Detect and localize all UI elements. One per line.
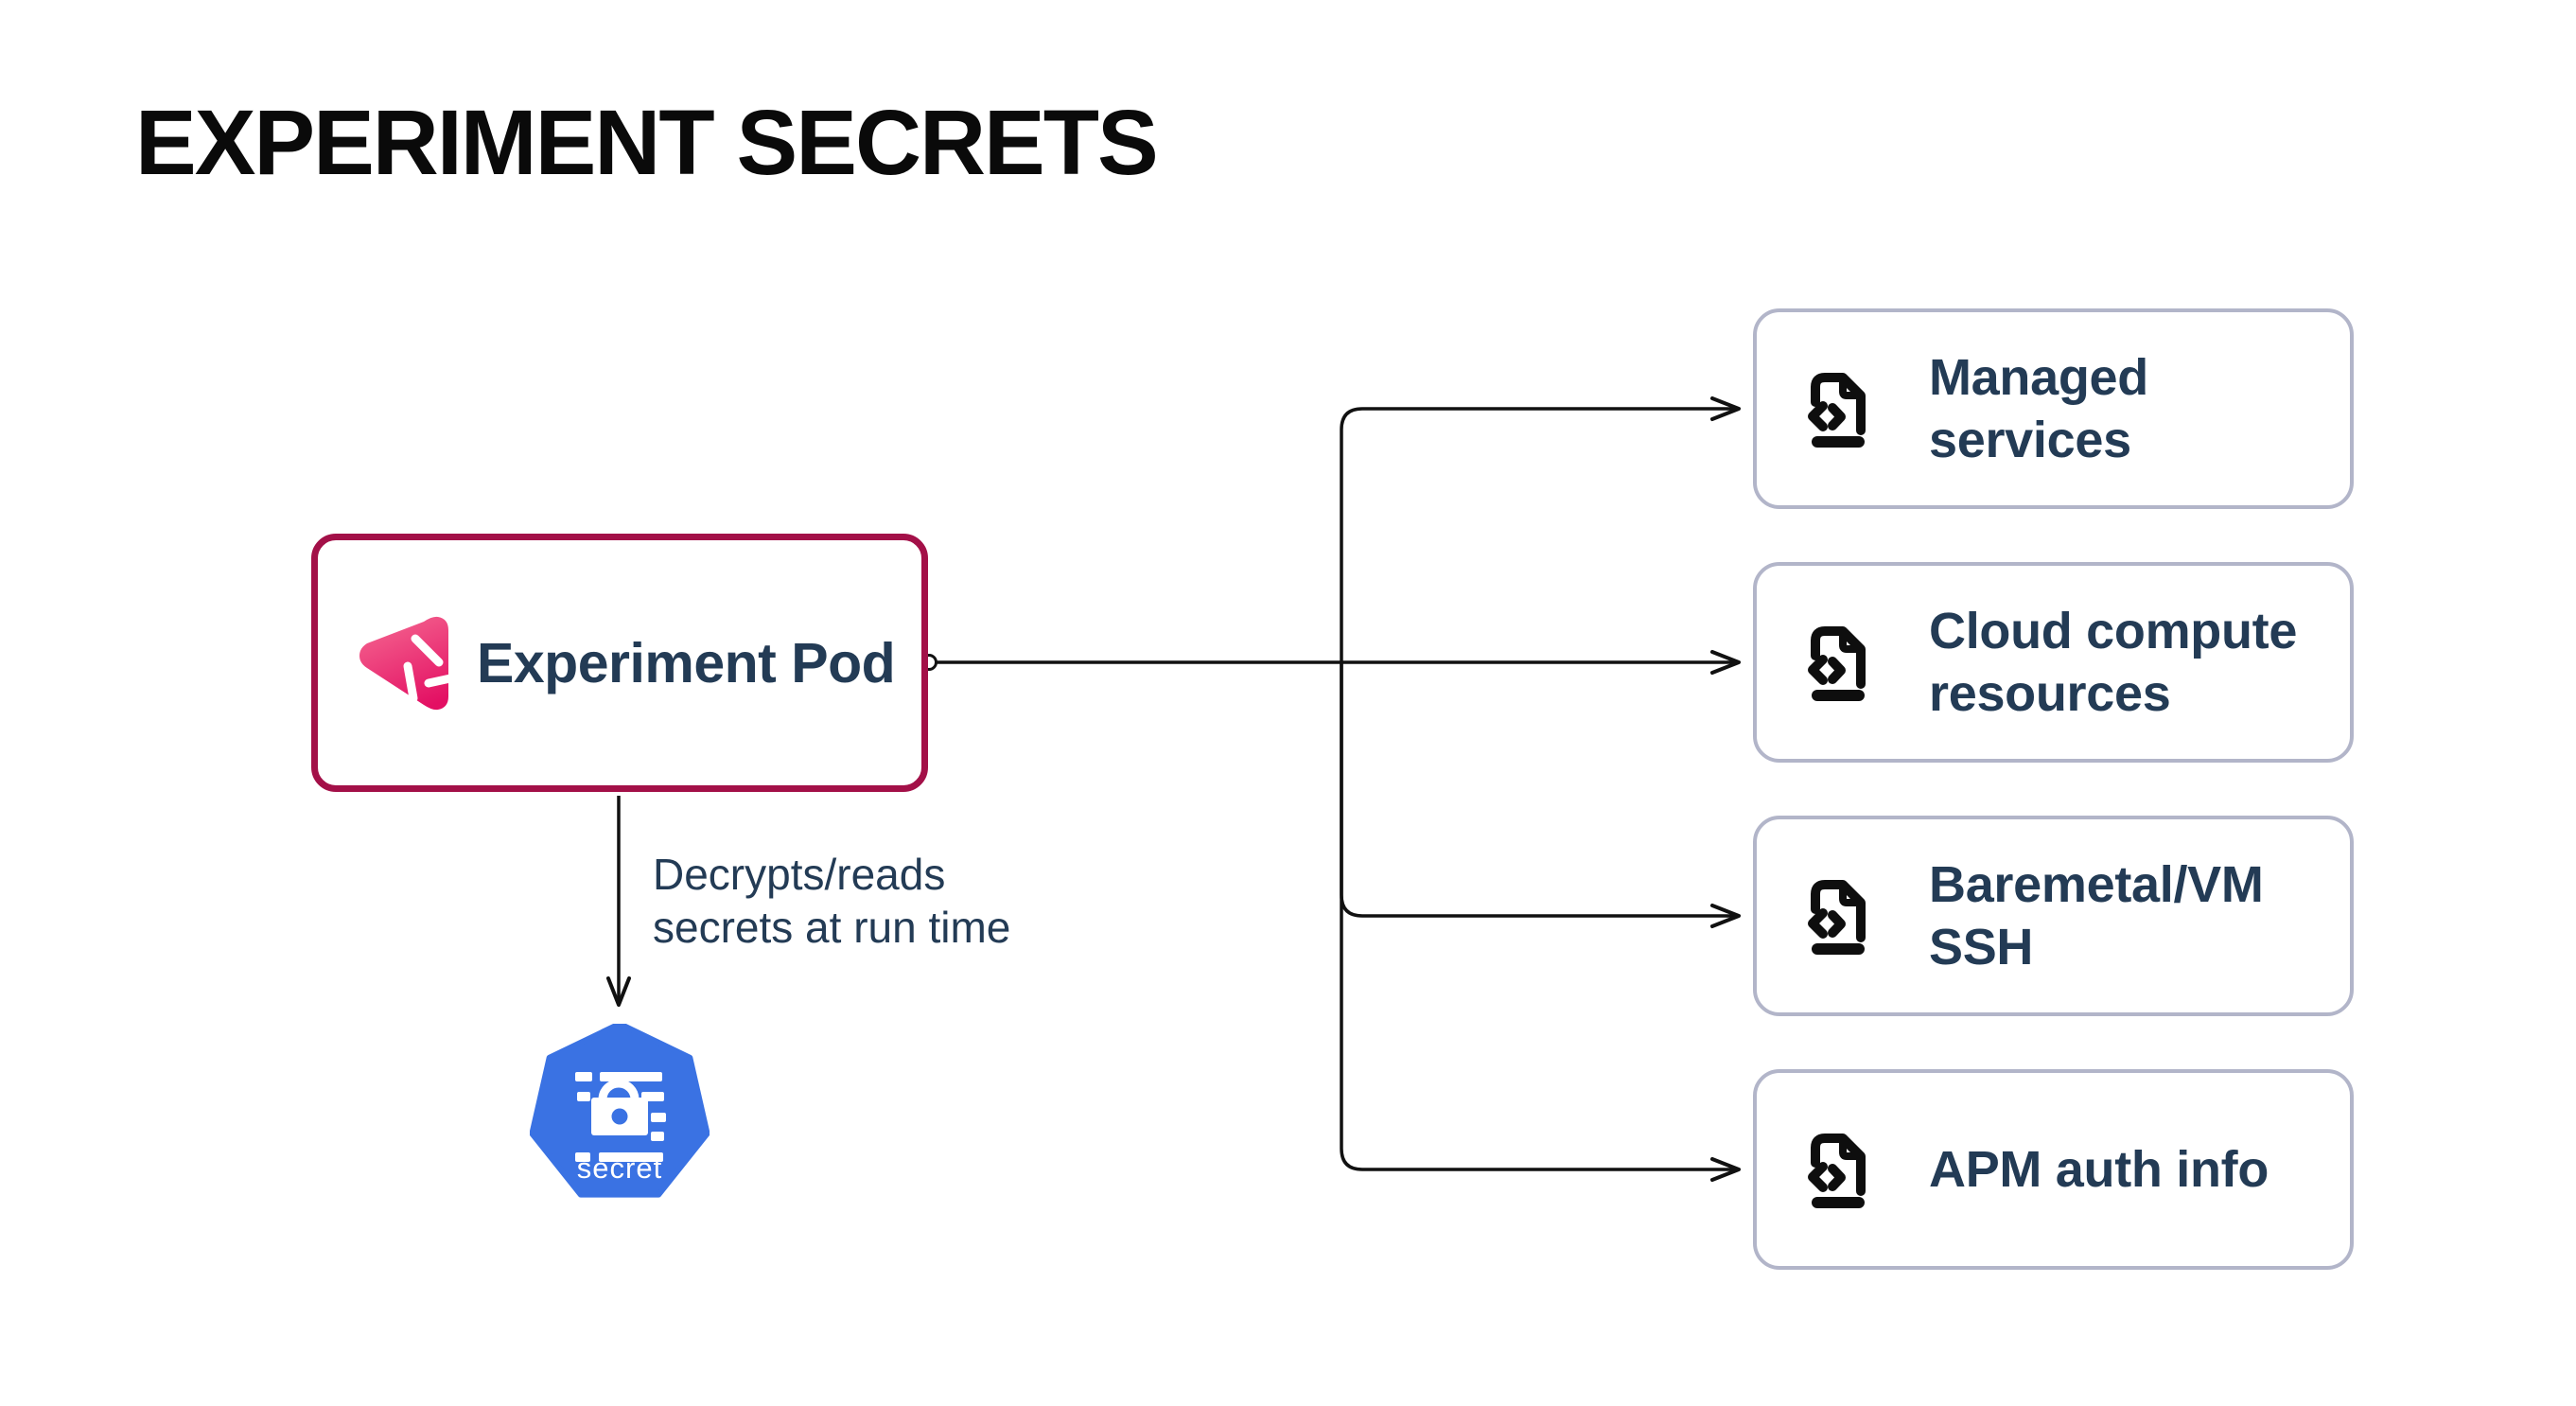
file-code-icon — [1808, 373, 1866, 448]
experiment-pod-label: Experiment Pod — [477, 631, 896, 694]
target-node-managed-services: Managed services — [1753, 308, 2354, 509]
edge-to-baremetal-ssh — [1340, 662, 1741, 928]
target-node-baremetal-ssh: Baremetal/VM SSH — [1753, 816, 2354, 1016]
page-title: EXPERIMENT SECRETS — [135, 91, 1159, 194]
experiment-pod-node: Experiment Pod — [311, 534, 928, 792]
target-node-apm-auth: APM auth info — [1753, 1069, 2354, 1270]
edge-to-managed-services — [1340, 396, 1741, 662]
decrypts-annotation: Decrypts/reads secrets at run time — [653, 848, 1010, 954]
annotation-line-2: secrets at run time — [653, 903, 1011, 952]
target-label: Baremetal/VM SSH — [1929, 856, 2264, 975]
file-code-icon — [1808, 880, 1866, 955]
target-label: Managed services — [1929, 349, 2148, 468]
secret-lock-glyph — [575, 1072, 666, 1162]
secret-label: secret — [577, 1151, 662, 1185]
annotation-line-1: Decrypts/reads — [653, 850, 946, 899]
target-label: APM auth info — [1929, 1141, 2269, 1198]
litmus-chaos-icon — [359, 616, 448, 710]
target-node-cloud-compute: Cloud compute resources — [1753, 562, 2354, 763]
file-code-icon — [1808, 626, 1866, 701]
edge-to-apm-auth — [1340, 662, 1741, 1182]
target-label: Cloud compute resources — [1929, 603, 2298, 722]
kubernetes-secret-icon: secret — [530, 1024, 710, 1198]
file-code-icon — [1808, 1134, 1866, 1208]
